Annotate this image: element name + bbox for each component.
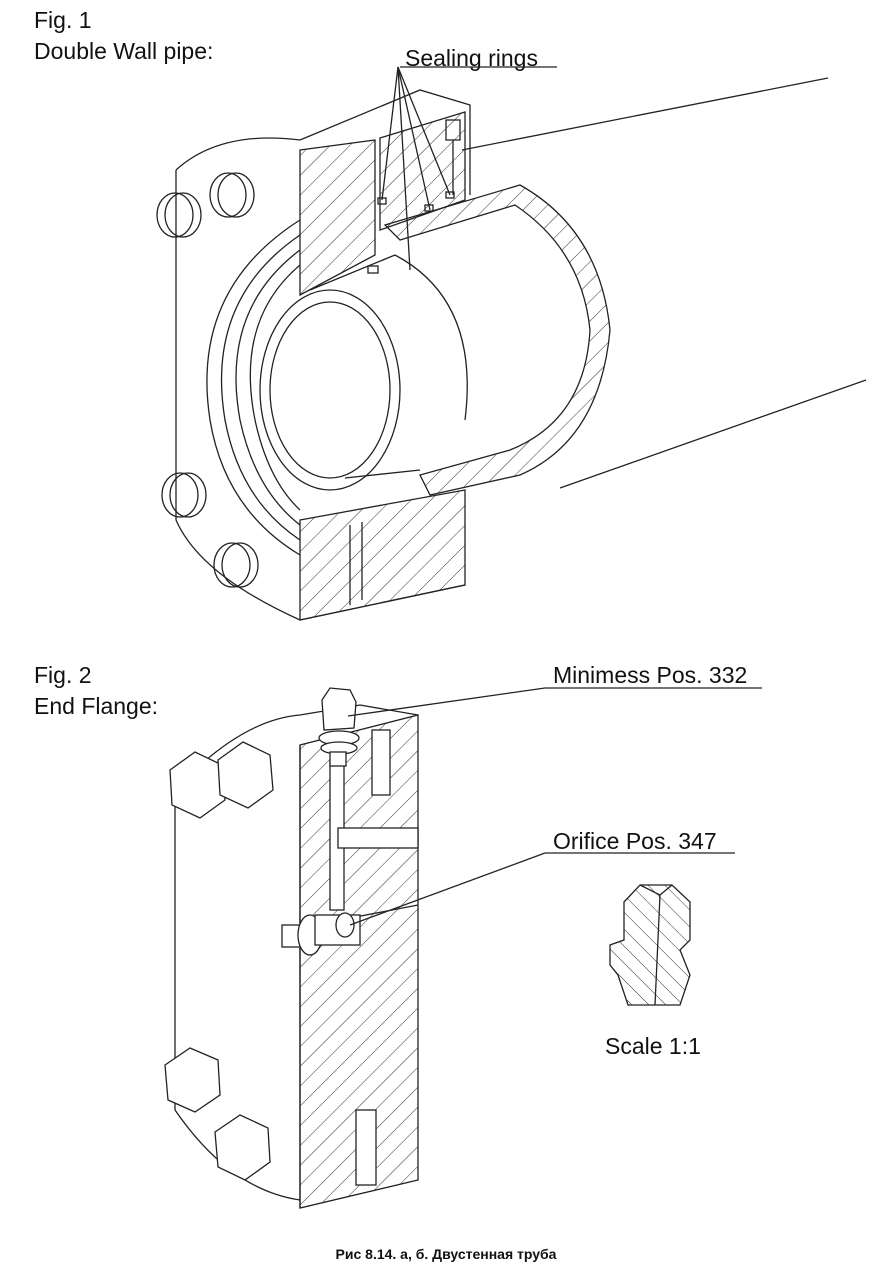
- flange-top-face: [299, 89, 471, 195]
- fig2-drawing: [164, 687, 762, 1209]
- cross-bore: [337, 827, 419, 849]
- figure-caption: Рис 8.14. а, б. Двустенная труба: [335, 1246, 557, 1262]
- sealing-ring-3: [445, 191, 455, 199]
- sealing-leader-3: [397, 66, 431, 211]
- hex-bolt-4: [214, 1114, 271, 1181]
- inner-pipe-end: [394, 254, 468, 421]
- fig1-number: Fig. 1: [34, 7, 92, 33]
- flange-rim-top: [175, 137, 301, 171]
- flange-section-lower: [299, 489, 466, 621]
- sealing-leader-1: [381, 66, 399, 201]
- flange-bolt-2: [209, 172, 255, 218]
- hex-bolt-1: [169, 751, 226, 819]
- orifice-fitting: [281, 912, 361, 956]
- inner-pipe-bore: [259, 289, 401, 491]
- sealing-leader-4: [397, 66, 451, 196]
- hex-bolt-3: [164, 1047, 221, 1113]
- flange-bolt-3: [161, 472, 207, 518]
- hex-bolt-2: [217, 741, 274, 809]
- face-ring-1: [206, 219, 301, 556]
- sealing-ring-2: [424, 204, 434, 212]
- outer-pipe-shell-section: [383, 184, 611, 496]
- flange-rim-left: [175, 170, 301, 621]
- scale-label: Scale 1:1: [605, 1033, 701, 1059]
- flange-bolt-4: [213, 542, 259, 588]
- outer-pipe-bottom-edge: [559, 379, 867, 489]
- flange-bolt-1: [156, 192, 202, 238]
- minimess-fitting: [318, 687, 360, 767]
- fig1-drawing: [156, 66, 867, 621]
- blind-hole-bottom: [355, 1109, 377, 1186]
- minimess-leader: [347, 687, 546, 717]
- blind-hole-top: [371, 729, 391, 796]
- orifice-detail-scale-1-1: [609, 884, 691, 1006]
- fig2-title: End Flange:: [34, 693, 159, 719]
- sealing-leader-2: [397, 66, 411, 271]
- sealing-ring-4: [367, 265, 379, 274]
- minimess-label: Minimess Pos. 332: [553, 662, 748, 688]
- fig2-number: Fig. 2: [34, 662, 92, 688]
- sealing-ring-1: [377, 197, 387, 205]
- flange-section-upper-right: [379, 111, 466, 231]
- orifice-leader: [349, 852, 546, 926]
- outer-pipe-top-edge: [461, 77, 829, 151]
- fig1-title: Double Wall pipe:: [34, 38, 214, 64]
- flange-section-upper-left: [299, 139, 376, 297]
- orifice-label: Orifice Pos. 347: [553, 828, 717, 854]
